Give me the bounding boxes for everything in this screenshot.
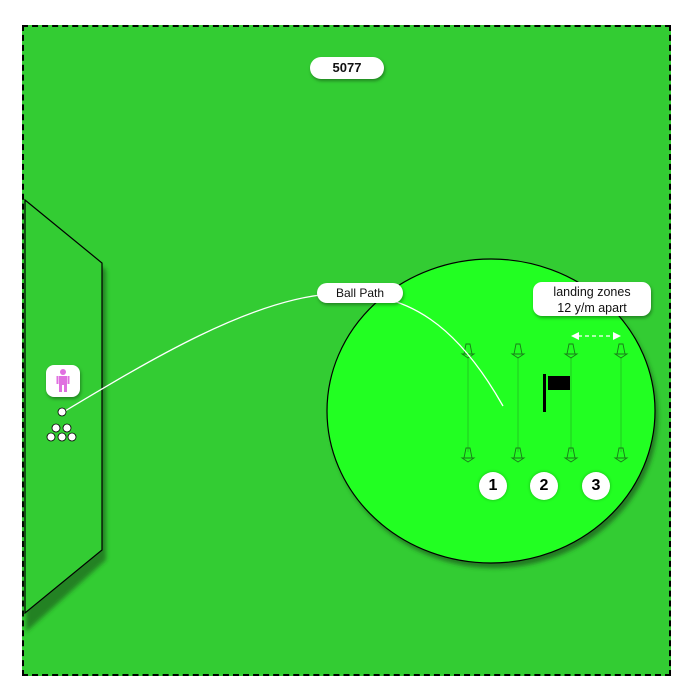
landing-zones-line1: landing zones: [553, 285, 631, 299]
cone-icon: [563, 447, 579, 463]
ball-icon: [57, 407, 67, 417]
cone-icon: [460, 447, 476, 463]
tee-box: [24, 198, 103, 615]
player-marker: [46, 365, 80, 397]
cone-icon: [613, 343, 629, 359]
ball-pile-icon: [46, 423, 77, 442]
zone-number-1: 1: [479, 472, 507, 500]
cone-icon: [510, 447, 526, 463]
cone-icon: [613, 447, 629, 463]
cone-icon: [563, 343, 579, 359]
zone-number-3: 3: [582, 472, 610, 500]
zone-lines: [467, 358, 622, 452]
landing-zones-label: landing zones 12 y/m apart: [533, 282, 651, 316]
flag-icon: [543, 374, 570, 412]
cone-icon: [510, 343, 526, 359]
person-icon: [56, 369, 70, 392]
double-arrow-icon: [571, 332, 621, 340]
drill-code-label: 5077: [310, 57, 384, 79]
landing-zones-line2: 12 y/m apart: [557, 301, 627, 315]
zone-number-2: 2: [530, 472, 558, 500]
ball-path-label: Ball Path: [317, 283, 403, 303]
